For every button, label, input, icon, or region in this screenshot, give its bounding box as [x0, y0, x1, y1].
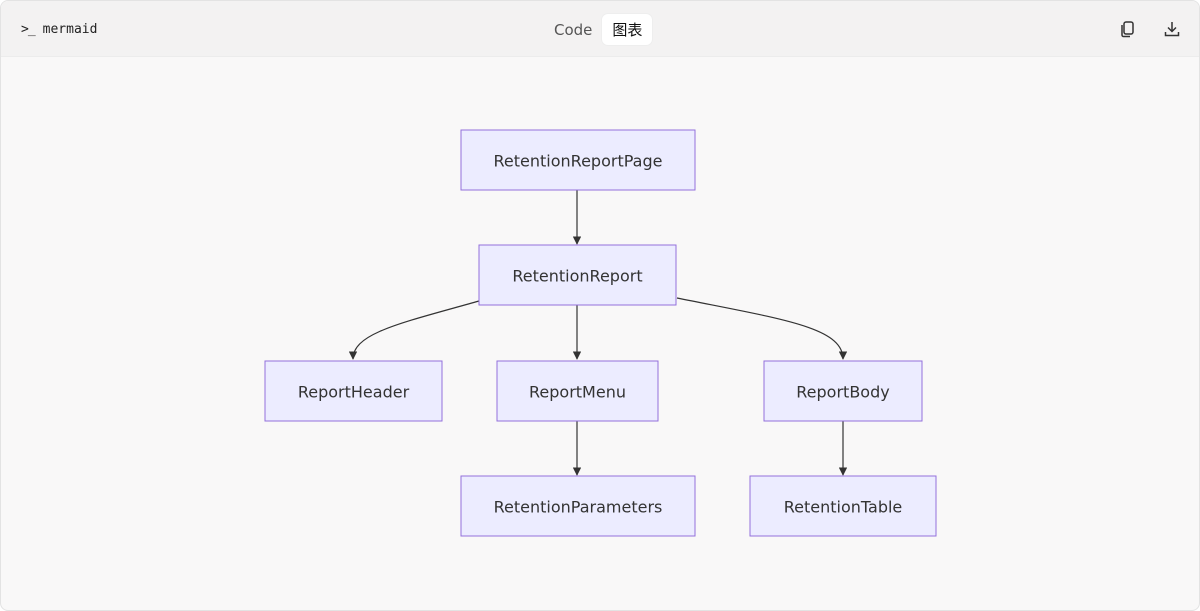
download-button[interactable]	[1160, 17, 1184, 41]
node-retention-report: RetentionReport	[478, 244, 677, 306]
download-icon	[1164, 22, 1180, 37]
copy-icon	[1121, 21, 1134, 38]
node-label: RetentionTable	[784, 498, 903, 517]
copy-button[interactable]	[1116, 17, 1140, 41]
node-report-body: ReportBody	[763, 360, 923, 422]
terminal-icon: >_	[21, 21, 36, 37]
node-retention-table: RetentionTable	[749, 475, 937, 537]
node-label: RetentionReport	[512, 267, 642, 286]
code-block-toolbar: >_ mermaid Code 图表	[1, 1, 1199, 57]
node-label: ReportHeader	[298, 383, 410, 402]
edge-report-to-body	[676, 297, 848, 360]
node-label: ReportMenu	[529, 383, 626, 402]
node-retention-parameters: RetentionParameters	[460, 475, 696, 537]
tab-diagram[interactable]: 图表	[602, 14, 653, 45]
node-retention-report-page: RetentionReportPage	[460, 129, 696, 191]
edge-report-to-header	[348, 300, 480, 360]
node-report-header: ReportHeader	[264, 360, 443, 422]
language-label: mermaid	[42, 21, 98, 37]
tab-code[interactable]: Code	[554, 20, 593, 39]
node-report-menu: ReportMenu	[496, 360, 659, 422]
node-label: ReportBody	[796, 383, 889, 402]
language-indicator: >_ mermaid	[21, 20, 97, 38]
view-tabs: Code 图表	[544, 14, 653, 45]
node-label: RetentionReportPage	[494, 152, 663, 171]
edges	[348, 190, 848, 476]
node-label: RetentionParameters	[494, 498, 663, 517]
